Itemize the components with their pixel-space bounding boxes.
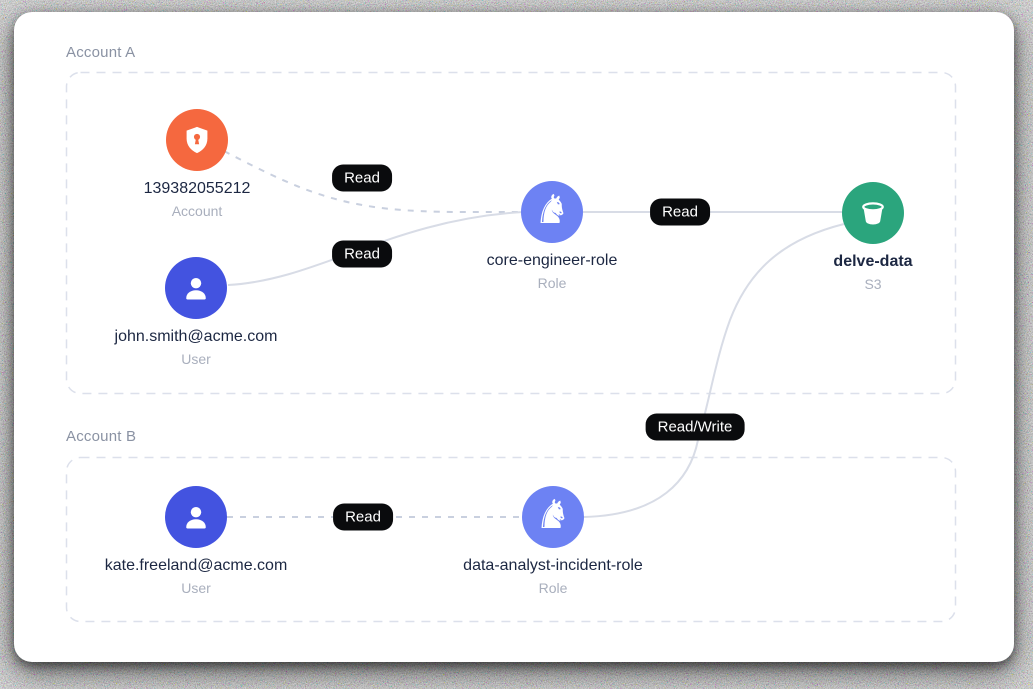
- account-node-circle[interactable]: [166, 109, 228, 171]
- edge-analyst-role-to-bucket: [583, 223, 845, 518]
- group-label-account-a: Account A: [66, 44, 136, 61]
- edge-badge-read-role-bucket: Read: [650, 198, 710, 226]
- chess-knight-icon: ♞: [535, 492, 571, 538]
- node-label: data-analyst-incident-role: [463, 557, 643, 574]
- node-label: kate.freeland@acme.com: [104, 557, 288, 574]
- node-label: 139382055212: [143, 180, 251, 197]
- edge-badge-read-kate-role: Read: [333, 503, 393, 531]
- group-box-account-b: [65, 456, 957, 623]
- edge-badge-read-account-role: Read: [332, 164, 392, 192]
- group-label-account-b: Account B: [66, 428, 137, 445]
- user-icon: [186, 277, 206, 300]
- user-icon: [186, 506, 206, 529]
- node-type-label: Role: [538, 580, 568, 596]
- node-type-label: User: [181, 351, 211, 367]
- chess-knight-icon: ♞: [534, 187, 570, 233]
- role-node-circle[interactable]: ♞: [522, 486, 584, 548]
- node-role-data-analyst[interactable]: ♞ data-analyst-incident-role Role: [423, 486, 683, 596]
- node-type-label: User: [181, 580, 211, 596]
- node-label: delve-data: [833, 253, 913, 270]
- node-s3-bucket[interactable]: delve-data S3: [743, 182, 1003, 292]
- node-user-john[interactable]: john.smith@acme.com User: [66, 257, 326, 367]
- node-account[interactable]: 139382055212 Account: [67, 109, 327, 219]
- user-node-circle[interactable]: [165, 486, 227, 548]
- node-type-label: Account: [171, 203, 223, 219]
- role-node-circle[interactable]: ♞: [521, 181, 583, 243]
- node-type-label: Role: [537, 275, 567, 291]
- bucket-icon: [862, 202, 884, 225]
- edge-account-to-core-role: [223, 150, 523, 213]
- node-type-label: S3: [864, 276, 882, 292]
- node-user-kate[interactable]: kate.freeland@acme.com User: [66, 486, 326, 596]
- bucket-node-circle[interactable]: [842, 182, 904, 244]
- node-role-core-engineer[interactable]: ♞ core-engineer-role Role: [422, 181, 682, 291]
- edge-badge-read-john-role: Read: [332, 240, 392, 268]
- node-label: john.smith@acme.com: [114, 328, 278, 345]
- node-label: core-engineer-role: [486, 252, 618, 269]
- edge-badge-readwrite-role-bucket: Read/Write: [645, 413, 745, 441]
- shield-lock-icon: [186, 126, 208, 154]
- user-node-circle[interactable]: [165, 257, 227, 319]
- group-box-account-a: [65, 71, 957, 395]
